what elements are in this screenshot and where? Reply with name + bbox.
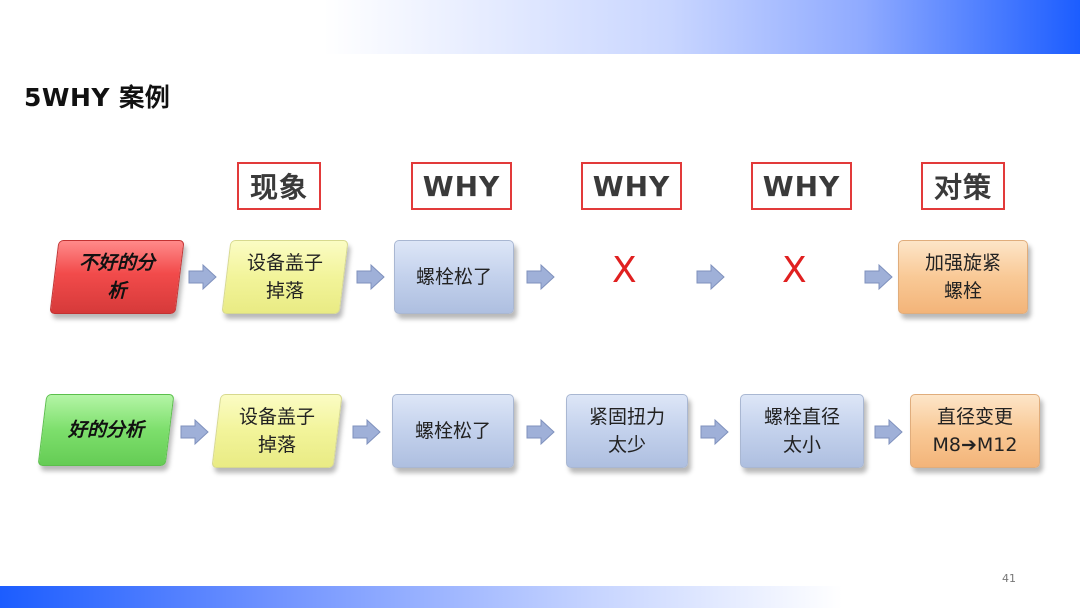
page-number: 41 <box>1002 572 1016 585</box>
arrow-right-icon <box>188 263 217 291</box>
arrow-right-icon <box>526 418 555 446</box>
good-why3-text: 螺栓直径 太小 <box>763 406 840 456</box>
bad-analysis-label-text: 不好的分 析 <box>78 252 155 302</box>
arrow-right-icon <box>526 263 555 291</box>
good-why2-node: 紧固扭力 太少 <box>566 394 688 468</box>
good-countermeasure-text: 直径变更 M8➔M12 <box>932 406 1018 456</box>
good-why1-node: 螺栓松了 <box>392 394 514 468</box>
bad-why1-text: 螺栓松了 <box>415 266 492 288</box>
bad-countermeasure-node: 加强旋紧 螺栓 <box>898 240 1028 314</box>
bad-why2-x-mark: X <box>612 250 637 291</box>
bad-analysis-label: 不好的分 析 <box>49 240 185 314</box>
good-countermeasure-node: 直径变更 M8➔M12 <box>910 394 1040 468</box>
top-gradient-band <box>0 0 1080 54</box>
good-analysis-label: 好的分析 <box>37 394 175 466</box>
good-analysis-label-text: 好的分析 <box>67 419 144 441</box>
bad-countermeasure-text: 加强旋紧 螺栓 <box>924 252 1001 302</box>
page-title: 5WHY 案例 <box>24 83 171 112</box>
header-phenomenon: 现象 <box>237 162 321 210</box>
bad-phenomenon-node: 设备盖子 掉落 <box>221 240 349 314</box>
arrow-right-icon <box>352 418 381 446</box>
good-why2-text: 紧固扭力 太少 <box>588 406 665 456</box>
arrow-right-icon <box>874 418 903 446</box>
header-why-2: WHY <box>581 162 682 210</box>
arrow-right-icon <box>700 418 729 446</box>
arrow-right-icon <box>696 263 725 291</box>
good-phenomenon-text: 设备盖子 掉落 <box>238 406 315 456</box>
good-why1-text: 螺栓松了 <box>414 420 491 442</box>
good-why3-node: 螺栓直径 太小 <box>740 394 864 468</box>
header-why-1: WHY <box>411 162 512 210</box>
arrow-right-icon <box>356 263 385 291</box>
header-why-3: WHY <box>751 162 852 210</box>
header-countermeasure: 对策 <box>921 162 1005 210</box>
arrow-right-icon <box>864 263 893 291</box>
bad-phenomenon-text: 设备盖子 掉落 <box>246 252 323 302</box>
bottom-gradient-band <box>0 586 1080 608</box>
good-phenomenon-node: 设备盖子 掉落 <box>211 394 343 468</box>
arrow-right-icon <box>180 418 209 446</box>
bad-why3-x-mark: X <box>782 250 807 291</box>
bad-why1-node: 螺栓松了 <box>394 240 514 314</box>
